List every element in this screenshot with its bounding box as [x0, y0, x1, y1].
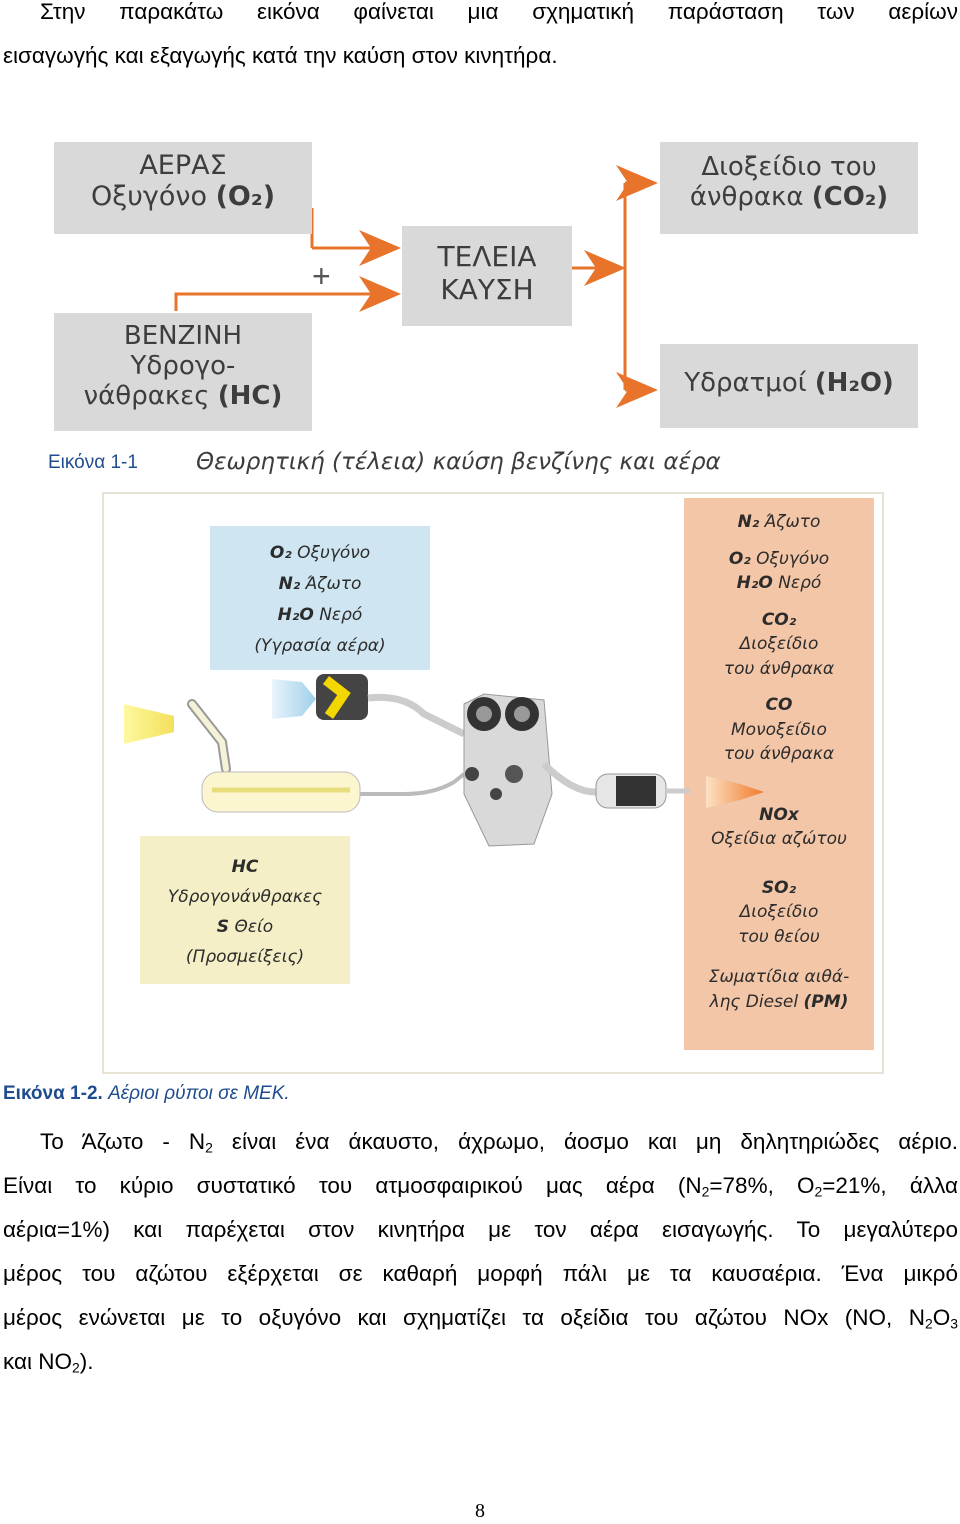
page-number: 8	[475, 1500, 485, 1522]
body-line-5: μέρος ενώνεται με το οξυγόνο και σχηματί…	[3, 1305, 958, 1332]
exhaust-pm: (PM)	[803, 991, 849, 1012]
body-line-4: μέρος του αζώτου εξέρχεται σε καθαρή μορ…	[3, 1261, 958, 1286]
exhaust-gases-box: N₂ Άζωτο O₂ Οξυγόνο H₂O Νερό CO₂ Διοξείδ…	[684, 498, 874, 1050]
figure-2-caption-text: Αέριοι ρύποι σε ΜΕΚ.	[108, 1083, 290, 1104]
figure-2: O₂ Οξυγόνο N₂ Άζωτο H₂O Νερό (Υγρασία αέ…	[102, 492, 884, 1074]
exhaust-pm-text-1: Σωματίδια αιθά-	[708, 967, 850, 987]
figure-1-connectors	[174, 165, 658, 408]
combustion-box: ΤΕΛΕΙΑ ΚΑΥΣΗ	[402, 226, 572, 326]
exhaust-co-text-2: του άνθρακα	[723, 744, 835, 764]
co2-label-2: άνθρακα	[689, 182, 804, 212]
co2-box: Διοξείδιο του άνθρακα (CO₂)	[660, 142, 918, 234]
figure-1-caption-text: Θεωρητική (τέλεια) καύση βενζίνης και αέ…	[196, 449, 721, 475]
air-label: ΑΕΡΑΣ	[139, 150, 227, 181]
intake-n2: Άζωτο	[305, 574, 362, 594]
h2o-box: Υδρατμοί (H₂O)	[660, 344, 918, 428]
fuel-line	[360, 772, 466, 796]
fuel-sulfur: Θείο	[234, 917, 274, 937]
exhaust-so2-text-2: του θείου	[738, 926, 820, 947]
exhaust-nox: NOx	[759, 804, 799, 825]
hydrocarbons-label-2: νάθρακες	[83, 381, 210, 411]
exhaust-pipe	[541, 761, 600, 796]
oxygen-label: Οξυγόνο	[90, 181, 207, 212]
body-line-3: αέρια=1%) και παρέχεται στον κινητήρα με…	[3, 1217, 958, 1242]
figure-2-caption-label: Εικόνα 1-2.	[3, 1083, 103, 1104]
intake-o2: Οξυγόνο	[297, 543, 371, 563]
body-line-2: Είναι το κύριο συστατικό του ατμοσφαιρικ…	[3, 1173, 958, 1200]
intake-humidity: (Υγρασία αέρα)	[254, 636, 386, 656]
figure-1-caption-label: Εικόνα 1-1	[48, 452, 138, 473]
exhaust-outlet-arrow	[706, 776, 764, 808]
exhaust-co2-text-2: του άνθρακα	[723, 658, 835, 679]
hc-formula: (HC)	[217, 381, 283, 411]
plus-sign: +	[312, 258, 331, 294]
exhaust-so2: SO₂	[761, 877, 797, 898]
fuel-hydrocarbons: Υδρογονάνθρακες	[167, 887, 323, 907]
exhaust-nox-text: Οξείδια αζώτου	[711, 829, 847, 849]
co2-label-1: Διοξείδιο του	[701, 152, 877, 182]
exhaust-n2: Άζωτο	[764, 512, 821, 532]
water-vapor-label: Υδρατμοί	[684, 368, 807, 398]
fuel-hc: HC	[231, 857, 259, 877]
intake-gases-box: O₂ Οξυγόνο N₂ Άζωτο H₂O Νερό (Υγρασία αέ…	[210, 526, 430, 670]
exhaust-co2: CO₂	[761, 609, 797, 630]
fuel-impurities: (Προσμείξεις)	[185, 947, 305, 967]
exhaust-co: CO	[765, 695, 793, 715]
fuel-inlet-arrow	[124, 704, 174, 744]
air-box: ΑΕΡΑΣ Οξυγόνο (O₂)	[54, 142, 312, 234]
complete-label: ΤΕΛΕΙΑ	[437, 240, 537, 273]
fuel-box: ΒΕΝΖΙΝΗ Υδρογο- νάθρακες (HC)	[54, 313, 312, 431]
intake-h2o: Νερό	[319, 605, 363, 625]
exhaust-so2-text-1: Διοξείδιο	[739, 902, 819, 922]
gasoline-label: ΒΕΝΖΙΝΗ	[123, 321, 243, 351]
air-intake-arrow	[272, 679, 316, 719]
h2o-formula: (H₂O)	[814, 368, 894, 398]
fuel-impurities-box: HC Υδρογονάνθρακες S Θείο (Προσμείξεις)	[140, 836, 350, 984]
exhaust-o2: Οξυγόνο	[756, 548, 830, 569]
intro-line-1: Στην παρακάτω εικόνα φαίνεται μια σχηματ…	[40, 0, 958, 24]
oxygen-formula: (O₂)	[215, 181, 276, 212]
figure-1: ΑΕΡΑΣ Οξυγόνο (O₂) + ΒΕΝΖΙΝΗ Υδρογο- νάθ…	[40, 128, 928, 440]
exhaust-pm-text-2: λης Diesel	[709, 991, 799, 1012]
intake-pipe	[367, 693, 466, 738]
figure-2-caption: Εικόνα 1-2. Αέριοι ρύποι σε ΜΕΚ.	[3, 1083, 290, 1105]
hydrocarbons-label-1: Υδρογο-	[130, 351, 236, 381]
co2-formula: (CO₂)	[811, 182, 889, 212]
body-line-6: και NO2).	[3, 1349, 94, 1376]
combustion-label: ΚΑΥΣΗ	[440, 273, 534, 306]
exhaust-h2o: Νερό	[778, 573, 822, 593]
intro-line-2: εισαγωγής και εξαγωγής κατά την καύση στ…	[3, 43, 558, 68]
body-line-1: Το Άζωτο - N2 είναι ένα άκαυστο, άχρωμο,…	[40, 1129, 958, 1156]
exhaust-co2-text-1: Διοξείδιο	[739, 634, 819, 654]
engine-system-illustration	[124, 674, 764, 847]
exhaust-co-text-1: Μονοξείδιο	[731, 719, 827, 740]
